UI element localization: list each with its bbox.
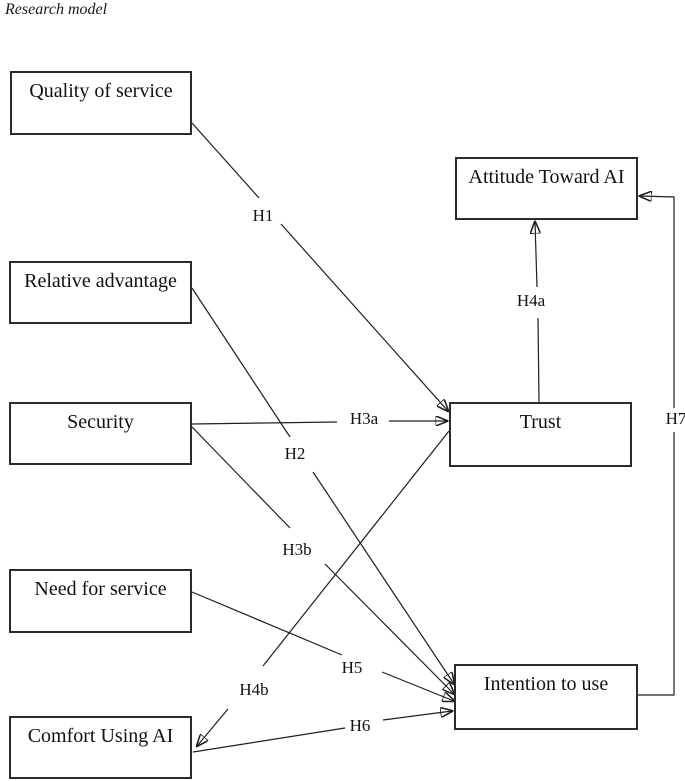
edge-label-h5: H5 xyxy=(341,658,363,677)
edge-h7-intention-to-attitude xyxy=(638,196,675,696)
node-label: Quality of service xyxy=(29,80,173,102)
edge-h4a-trust-to-attitude xyxy=(535,222,539,403)
edge-h1-quality-to-trust xyxy=(191,122,448,411)
node-intention-to-use: Intention to use xyxy=(454,664,638,730)
node-label: Attitude Toward AI xyxy=(468,166,625,188)
node-security: Security xyxy=(9,402,192,465)
node-label: Intention to use xyxy=(483,673,609,695)
edge-h3a-security-to-trust xyxy=(191,421,447,424)
edge-label-h4b: H4b xyxy=(239,680,269,699)
edge-label-h3a: H3a xyxy=(349,409,379,428)
node-label: Comfort Using AI xyxy=(27,725,174,747)
edge-label-h2: H2 xyxy=(284,444,306,463)
node-label: Security xyxy=(67,411,134,433)
node-label: Trust xyxy=(519,411,562,433)
edge-label-h7: H7 xyxy=(665,409,685,428)
edge-label-h3b: H3b xyxy=(282,540,312,559)
edge-h4b-trust-to-comfort xyxy=(197,430,450,746)
edge-label-h4a: H4a xyxy=(516,291,546,310)
edge-label-h6: H6 xyxy=(349,716,371,735)
node-comfort-using-ai: Comfort Using AI xyxy=(9,716,192,779)
node-label: Relative advantage xyxy=(24,270,177,292)
edge-label-h1: H1 xyxy=(252,206,274,225)
node-need-for-service: Need for service xyxy=(9,569,192,633)
edge-h5-need-to-intention xyxy=(191,591,454,701)
node-label: Need for service xyxy=(34,578,167,600)
node-attitude-toward-ai: Attitude Toward AI xyxy=(455,157,638,220)
node-relative-advantage: Relative advantage xyxy=(9,261,192,324)
figure-title: Research model xyxy=(5,1,108,18)
edge-h6-comfort-to-intention xyxy=(192,711,452,753)
node-quality-of-service: Quality of service xyxy=(10,71,192,135)
edge-h3b-security-to-intention xyxy=(191,426,454,694)
node-trust: Trust xyxy=(449,402,632,467)
edge-h2-relative-to-intention xyxy=(191,287,454,684)
